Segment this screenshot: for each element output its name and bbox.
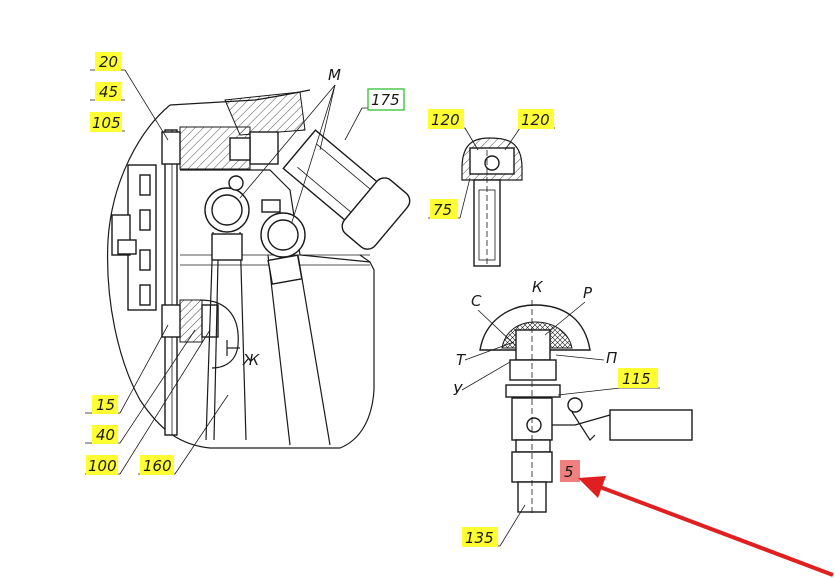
letter-u: У [453,381,463,399]
callout-120-right: 120 [521,111,550,129]
letter-k: К [532,278,544,296]
callout-105: 105 [92,114,121,132]
callout-20: 20 [99,53,118,71]
detail-top-right [428,127,555,267]
red-pointer-arrow [578,476,834,577]
callout-15: 15 [96,396,115,414]
callout-175: 175 [371,91,400,109]
section-letter-zh: Ж [242,351,260,369]
callout-135: 135 [465,529,494,547]
callout-5: 5 [564,463,574,481]
callout-160: 160 [143,457,172,475]
callout-numbers: 20 45 105 15 40 100 160 175 120 120 75 1… [88,53,651,547]
letter-p: П [606,349,617,367]
letter-m: М [328,66,341,84]
letter-s: С [471,292,482,310]
callout-40: 40 [96,426,115,444]
letter-t: Т [456,351,467,369]
callout-120-left: 120 [431,111,460,129]
callout-45: 45 [99,83,118,101]
letter-r: Р [583,284,593,302]
callout-115: 115 [622,370,651,388]
highlight-boxes [86,52,658,547]
callout-100: 100 [88,457,117,475]
detail-bottom-right: С К Р Т У П [453,278,693,547]
left-assembly-view: Ж М [106,66,411,449]
callout-75: 75 [433,201,452,219]
